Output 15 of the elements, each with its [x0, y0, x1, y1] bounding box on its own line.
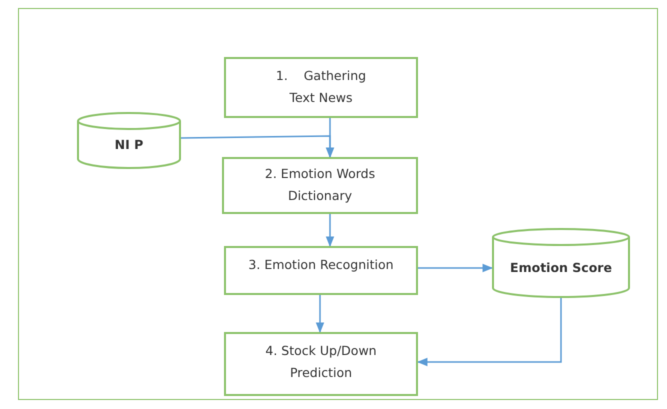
node-label: 4. Stock Up/Down Prediction: [264, 342, 378, 382]
process-box: [224, 332, 418, 396]
process-box: [224, 246, 418, 295]
node-label: Emotion Score: [510, 258, 612, 276]
arrow: [316, 295, 324, 334]
arrow: [418, 264, 494, 272]
arrow: [416, 297, 562, 366]
arrow: [180, 135, 334, 158]
node-label: 3. Emotion Recognition: [248, 256, 394, 274]
process-box: [222, 157, 418, 214]
node-label: 2. Emotion Words Dictionary: [264, 165, 376, 205]
process-box: [224, 57, 418, 118]
node-label: 1. Gathering Text News: [274, 67, 368, 107]
node-label: NI P: [114, 136, 144, 154]
arrow: [326, 214, 334, 248]
